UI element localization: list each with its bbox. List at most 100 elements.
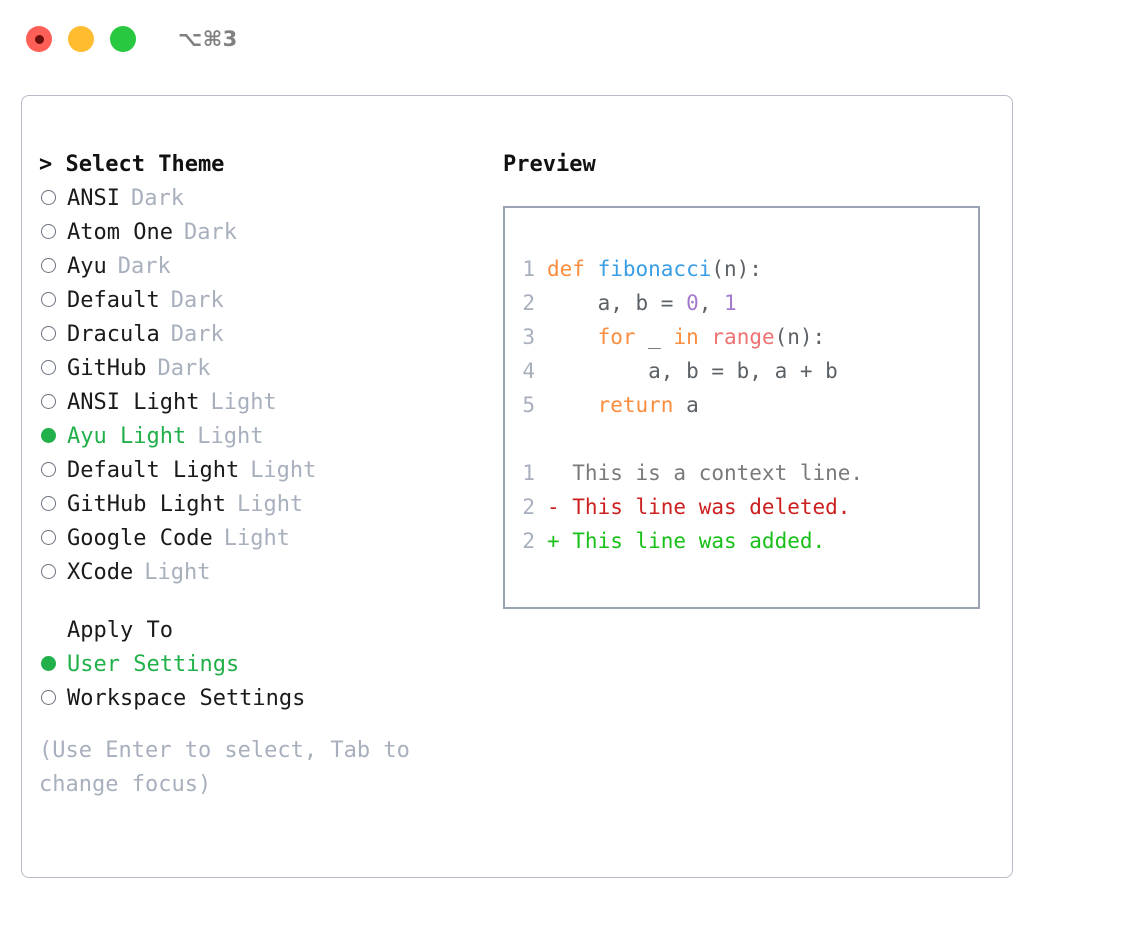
code-token: 1	[724, 291, 737, 315]
option-label: User Settings	[67, 652, 240, 677]
theme-variant-tag: Light	[223, 526, 290, 551]
spacer	[505, 422, 978, 456]
theme-option-xcode[interactable]: XCode Light	[39, 556, 499, 590]
line-number: 4	[522, 359, 535, 383]
theme-variant-tag: Light	[236, 492, 304, 517]
code-token	[547, 393, 598, 417]
theme-variant-tag: Light	[144, 560, 211, 585]
option-label: Default Light	[67, 458, 240, 483]
code-text: a, b = 0, 1	[547, 286, 737, 320]
spacer	[39, 716, 499, 734]
theme-option-ansi[interactable]: ANSI Dark	[39, 182, 499, 216]
option-label: Atom One	[67, 220, 173, 245]
line-number: 2	[522, 495, 535, 519]
code-token: (n):	[774, 325, 826, 349]
code-text: for _ in range(n):	[547, 320, 826, 354]
code-token: def	[547, 257, 598, 281]
line-number: 5	[522, 393, 535, 417]
theme-option-default[interactable]: Default Dark	[39, 284, 499, 318]
theme-option-ayu-light[interactable]: Ayu Light Light	[39, 420, 499, 454]
theme-variant-tag: Light	[250, 458, 317, 483]
maximize-window-button[interactable]	[110, 26, 136, 52]
option-label: Ayu Light	[67, 424, 187, 449]
line-number: 1	[522, 257, 535, 281]
diff-text: - This line was deleted.	[547, 495, 851, 519]
option-label: Default	[67, 288, 160, 313]
theme-option-default-light[interactable]: Default Light Light	[39, 454, 499, 488]
theme-variant-tag: Dark	[157, 356, 211, 381]
apply-to-option-user-settings[interactable]: User Settings	[39, 648, 499, 682]
option-label: Dracula	[67, 322, 160, 347]
line-number: 2	[522, 529, 535, 553]
theme-option-google-code[interactable]: Google Code Light	[39, 522, 499, 556]
option-label: Google Code	[67, 526, 213, 551]
minimize-window-button[interactable]	[68, 26, 94, 52]
code-line: 4 a, b = b, a + b	[505, 354, 978, 388]
close-window-button[interactable]	[26, 26, 52, 52]
diff-block: 1 This is a context line. 2 - This line wa…	[505, 456, 978, 558]
keyboard-hint-text: (Use Enter to select, Tab to change focu…	[39, 738, 410, 797]
window-controls	[26, 26, 136, 52]
option-label: XCode	[67, 560, 134, 585]
option-label: Ayu	[67, 254, 107, 279]
theme-variant-tag: Dark	[170, 322, 224, 347]
option-label: ANSI Light	[67, 390, 200, 415]
code-token: (n):	[711, 257, 762, 281]
theme-option-github-light[interactable]: GitHub Light Light	[39, 488, 499, 522]
keyboard-shortcut-label: ⌥⌘3	[178, 27, 238, 51]
line-number: 2	[522, 291, 535, 315]
line-number: 1	[522, 461, 535, 485]
code-token: a	[673, 393, 699, 417]
diff-text: + This line was added.	[547, 529, 826, 553]
theme-option-dracula[interactable]: Dracula Dark	[39, 318, 499, 352]
select-theme-heading: > Select Theme	[39, 152, 225, 177]
theme-option-atom-one[interactable]: Atom One Dark	[39, 216, 499, 250]
code-token: return	[597, 393, 674, 417]
theme-variant-tag: Dark	[130, 186, 184, 211]
diff-text: This is a context line.	[547, 461, 864, 485]
code-line: 3 for _ in range(n):	[505, 320, 978, 354]
code-token	[547, 325, 598, 349]
line-number: 3	[522, 325, 535, 349]
code-token: a, b =	[547, 291, 687, 315]
code-token: in	[673, 325, 699, 349]
apply-to-option-workspace-settings[interactable]: Workspace Settings	[39, 682, 499, 716]
code-line: 2 a, b = 0, 1	[505, 286, 978, 320]
diff-line: 1 This is a context line.	[505, 456, 978, 490]
code-token: a, b = b, a + b	[547, 359, 838, 383]
code-token: range	[711, 325, 775, 349]
theme-variant-tag: Dark	[183, 220, 237, 245]
theme-variant-tag: Dark	[170, 288, 224, 313]
spacer	[39, 590, 499, 614]
theme-variant-tag: Dark	[117, 254, 171, 279]
theme-variant-tag: Light	[210, 390, 277, 415]
code-token: fibonacci	[597, 257, 712, 281]
titlebar: ⌥⌘3	[0, 0, 1140, 78]
theme-option-ayu[interactable]: Ayu Dark	[39, 250, 499, 284]
code-text: def fibonacci(n):	[547, 252, 762, 286]
code-token: for	[597, 325, 636, 349]
code-line: 5 return a	[505, 388, 978, 422]
diff-line: 2 - This line was deleted.	[505, 490, 978, 524]
option-label: ANSI	[67, 186, 120, 211]
diff-line: 2 + This line was added.	[505, 524, 978, 558]
code-text: return a	[547, 388, 699, 422]
code-token: 0	[686, 291, 699, 315]
code-token: ,	[698, 291, 725, 315]
option-label: GitHub Light	[67, 492, 226, 517]
theme-option-ansi-light[interactable]: ANSI Light Light	[39, 386, 499, 420]
code-token: _	[635, 325, 674, 349]
theme-variant-tag: Light	[197, 424, 264, 449]
code-token	[699, 325, 712, 349]
close-icon	[34, 34, 44, 44]
